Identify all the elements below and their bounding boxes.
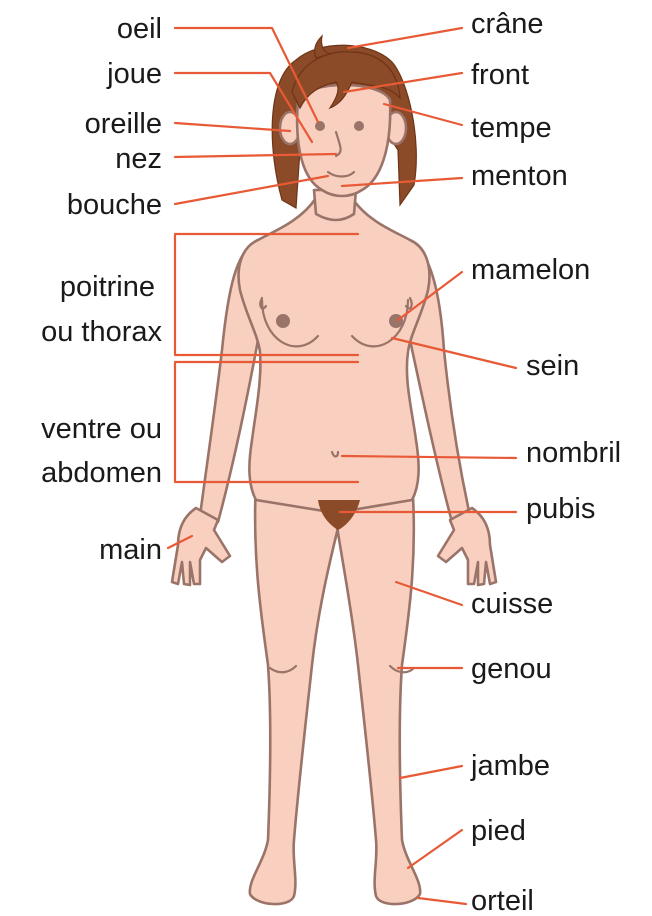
right-labels: crâne front tempe menton mamelon sein no…	[470, 8, 621, 916]
label-nombril: nombril	[526, 437, 621, 469]
label-ventre-line1: ventre ou	[41, 413, 162, 445]
label-mamelon: mamelon	[471, 254, 590, 286]
leader-orteil	[418, 898, 466, 904]
label-crane: crâne	[471, 8, 544, 40]
label-oreille: oreille	[85, 108, 162, 140]
label-jambe: jambe	[470, 750, 550, 782]
label-ventre-line2: abdomen	[41, 457, 162, 489]
label-main: main	[99, 534, 162, 566]
right-eye	[354, 121, 364, 131]
right-hand	[438, 508, 496, 585]
leader-crane	[348, 28, 462, 48]
leader-pied	[408, 830, 462, 868]
label-orteil: orteil	[471, 885, 534, 916]
human-figure	[172, 36, 496, 904]
label-sein: sein	[526, 350, 579, 382]
label-joue: joue	[106, 58, 162, 90]
label-cuisse: cuisse	[471, 588, 553, 620]
leader-jambe	[400, 766, 462, 778]
label-nez: nez	[115, 143, 162, 175]
left-nipple	[276, 314, 290, 328]
left-leg	[250, 480, 340, 904]
label-poitrine-line1: poitrine	[60, 271, 155, 303]
left-eye	[315, 121, 325, 131]
left-hand	[172, 508, 230, 585]
label-pied: pied	[471, 815, 526, 847]
label-tempe: tempe	[471, 112, 552, 144]
label-menton: menton	[471, 160, 568, 192]
label-genou: genou	[471, 653, 552, 685]
leader-sein	[392, 338, 516, 368]
label-oeil: oeil	[117, 13, 162, 45]
right-nipple	[389, 314, 403, 328]
leader-bouche	[175, 176, 328, 204]
left-labels: oeil joue oreille nez bouche poitrine ou…	[41, 13, 162, 566]
label-bouche: bouche	[67, 189, 162, 221]
right-leg	[336, 480, 420, 904]
label-pubis: pubis	[526, 493, 595, 525]
label-front: front	[471, 59, 529, 91]
label-poitrine-line2: ou thorax	[41, 316, 162, 348]
